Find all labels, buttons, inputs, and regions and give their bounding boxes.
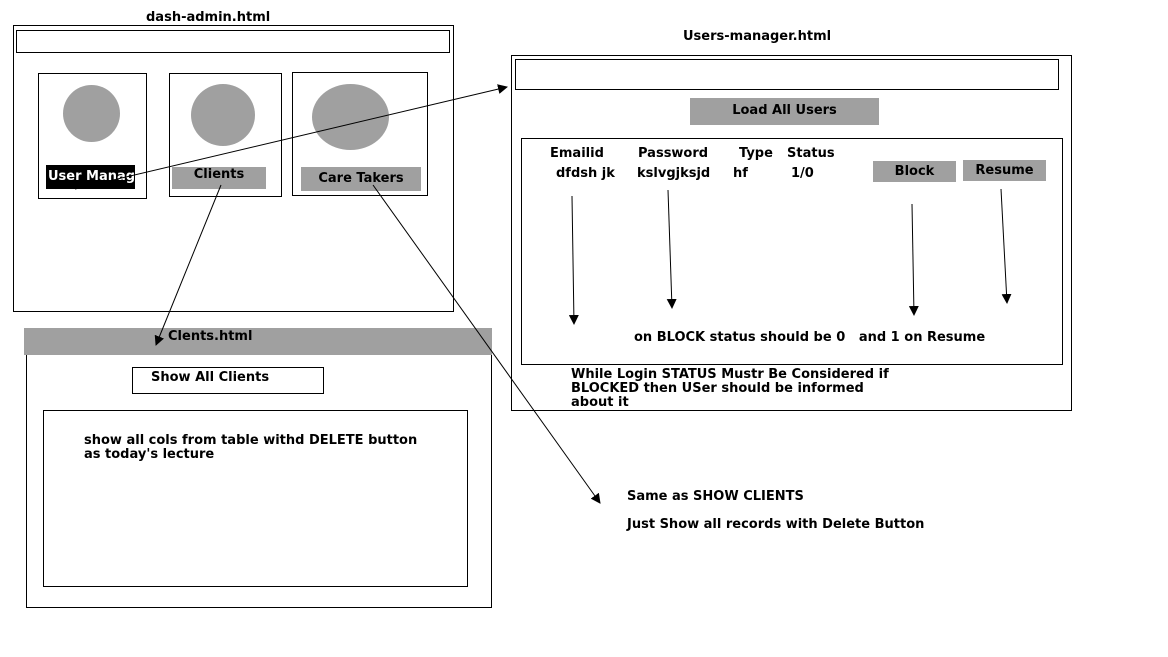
col-header-type: Type — [739, 146, 773, 161]
col-header-status: Status — [787, 146, 835, 161]
login-note: While Login STATUS Mustr Be Considered i… — [571, 368, 889, 410]
login-note-line: about it — [571, 395, 629, 410]
clients-button[interactable]: Clients — [172, 167, 266, 189]
clients-note-line: show all cols from table withd DELETE bu… — [84, 433, 418, 448]
cell-emailid: dfdsh jk — [556, 166, 615, 181]
login-note-line: BLOCKED then USer should be informed — [571, 381, 864, 396]
col-header-emailid: Emailid — [550, 146, 604, 161]
status-note: on BLOCK status should be 0 and 1 on Res… — [634, 330, 986, 345]
users-manager-header-bar — [515, 59, 1059, 90]
dash-admin-header-bar — [16, 30, 450, 53]
care-takers-button[interactable]: Care Takers — [301, 167, 421, 191]
block-button[interactable]: Block — [873, 161, 956, 182]
cell-password: kslvgjksjd — [637, 166, 711, 181]
care-takers-avatar-icon — [312, 84, 389, 150]
caretakers-note-line2: Just Show all records with Delete Button — [627, 517, 925, 532]
resume-button[interactable]: Resume — [963, 160, 1046, 181]
users-manager-title: Users-manager.html — [683, 29, 832, 44]
load-all-users-button[interactable]: Load All Users — [690, 98, 879, 125]
col-header-password: Password — [638, 146, 709, 161]
clients-note: show all cols from table withd DELETE bu… — [84, 434, 417, 462]
user-manage-avatar-icon — [63, 85, 120, 142]
cell-status: 1/0 — [791, 166, 814, 181]
dash-admin-title: dash-admin.html — [146, 10, 271, 25]
user-manage-button[interactable]: User Manage — [46, 165, 135, 189]
clients-page-header-bar — [24, 328, 492, 355]
caretakers-note-line1: Same as SHOW CLIENTS — [627, 489, 804, 504]
clients-page-title: Clents.html — [168, 329, 253, 344]
login-note-line: While Login STATUS Mustr Be Considered i… — [571, 367, 889, 382]
clients-avatar-icon — [191, 84, 255, 146]
clients-note-line: as today's lecture — [84, 447, 215, 462]
show-all-clients-button[interactable]: Show All Clients — [132, 367, 324, 394]
cell-type: hf — [733, 166, 748, 181]
